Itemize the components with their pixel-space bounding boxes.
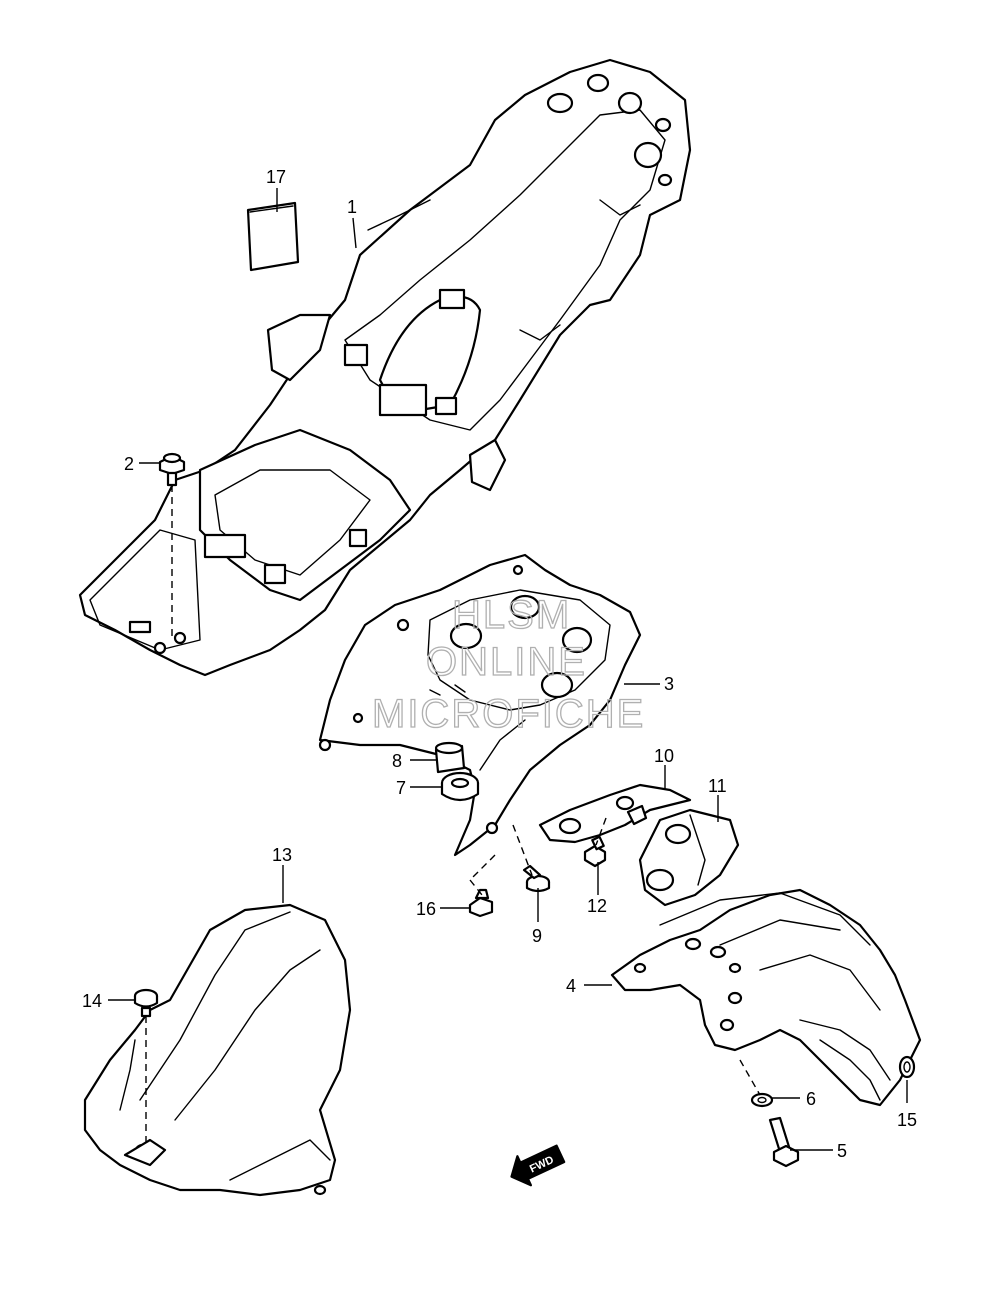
part-11-bracket xyxy=(638,808,740,907)
callout-4: 4 xyxy=(566,976,576,996)
callout-2: 2 xyxy=(124,454,134,474)
callout-7: 7 xyxy=(396,778,406,798)
callout-12: 12 xyxy=(587,896,607,916)
callout-17: 17 xyxy=(266,167,286,187)
part-15-reflector xyxy=(898,1055,916,1079)
callout-16: 16 xyxy=(416,899,436,919)
callout-9: 9 xyxy=(532,926,542,946)
watermark: HLSM ONLINE MICROFICHE xyxy=(371,592,645,736)
part-5-bolt xyxy=(768,1116,800,1168)
part-17-label xyxy=(246,201,300,272)
part-8-grommet xyxy=(434,741,466,774)
part-6-washer xyxy=(750,1092,774,1108)
part-7-cushion xyxy=(440,771,480,802)
part-9-screw xyxy=(522,864,551,893)
callout-13: 13 xyxy=(272,845,292,865)
callout-8: 8 xyxy=(392,751,402,771)
leader-lines xyxy=(108,188,908,1151)
watermark-line-2: ONLINE xyxy=(426,640,587,684)
watermark-line-1: HLSM xyxy=(452,593,571,637)
callout-10: 10 xyxy=(654,746,674,766)
part-10-bracket xyxy=(538,783,692,844)
watermark-line-3: MICROFICHE xyxy=(372,692,645,736)
callout-15: 15 xyxy=(897,1110,917,1130)
callout-labels: 17 1 2 3 8 7 10 11 13 12 16 9 4 14 6 15 … xyxy=(82,167,917,1161)
part-12-bolt xyxy=(583,835,607,868)
fwd-arrow-icon: FWD xyxy=(510,1144,566,1187)
callout-3: 3 xyxy=(664,674,674,694)
callout-11: 11 xyxy=(708,776,727,796)
part-13-front-fender xyxy=(83,903,352,1197)
callout-14: 14 xyxy=(82,991,102,1011)
part-2-bolt xyxy=(158,452,186,487)
callout-1: 1 xyxy=(347,197,357,217)
part-14-screw xyxy=(133,988,159,1018)
callout-5: 5 xyxy=(837,1141,847,1161)
part-1-rear-fender-frame xyxy=(78,58,692,677)
callout-6: 6 xyxy=(806,1089,816,1109)
part-4-lower-fender xyxy=(610,888,922,1107)
